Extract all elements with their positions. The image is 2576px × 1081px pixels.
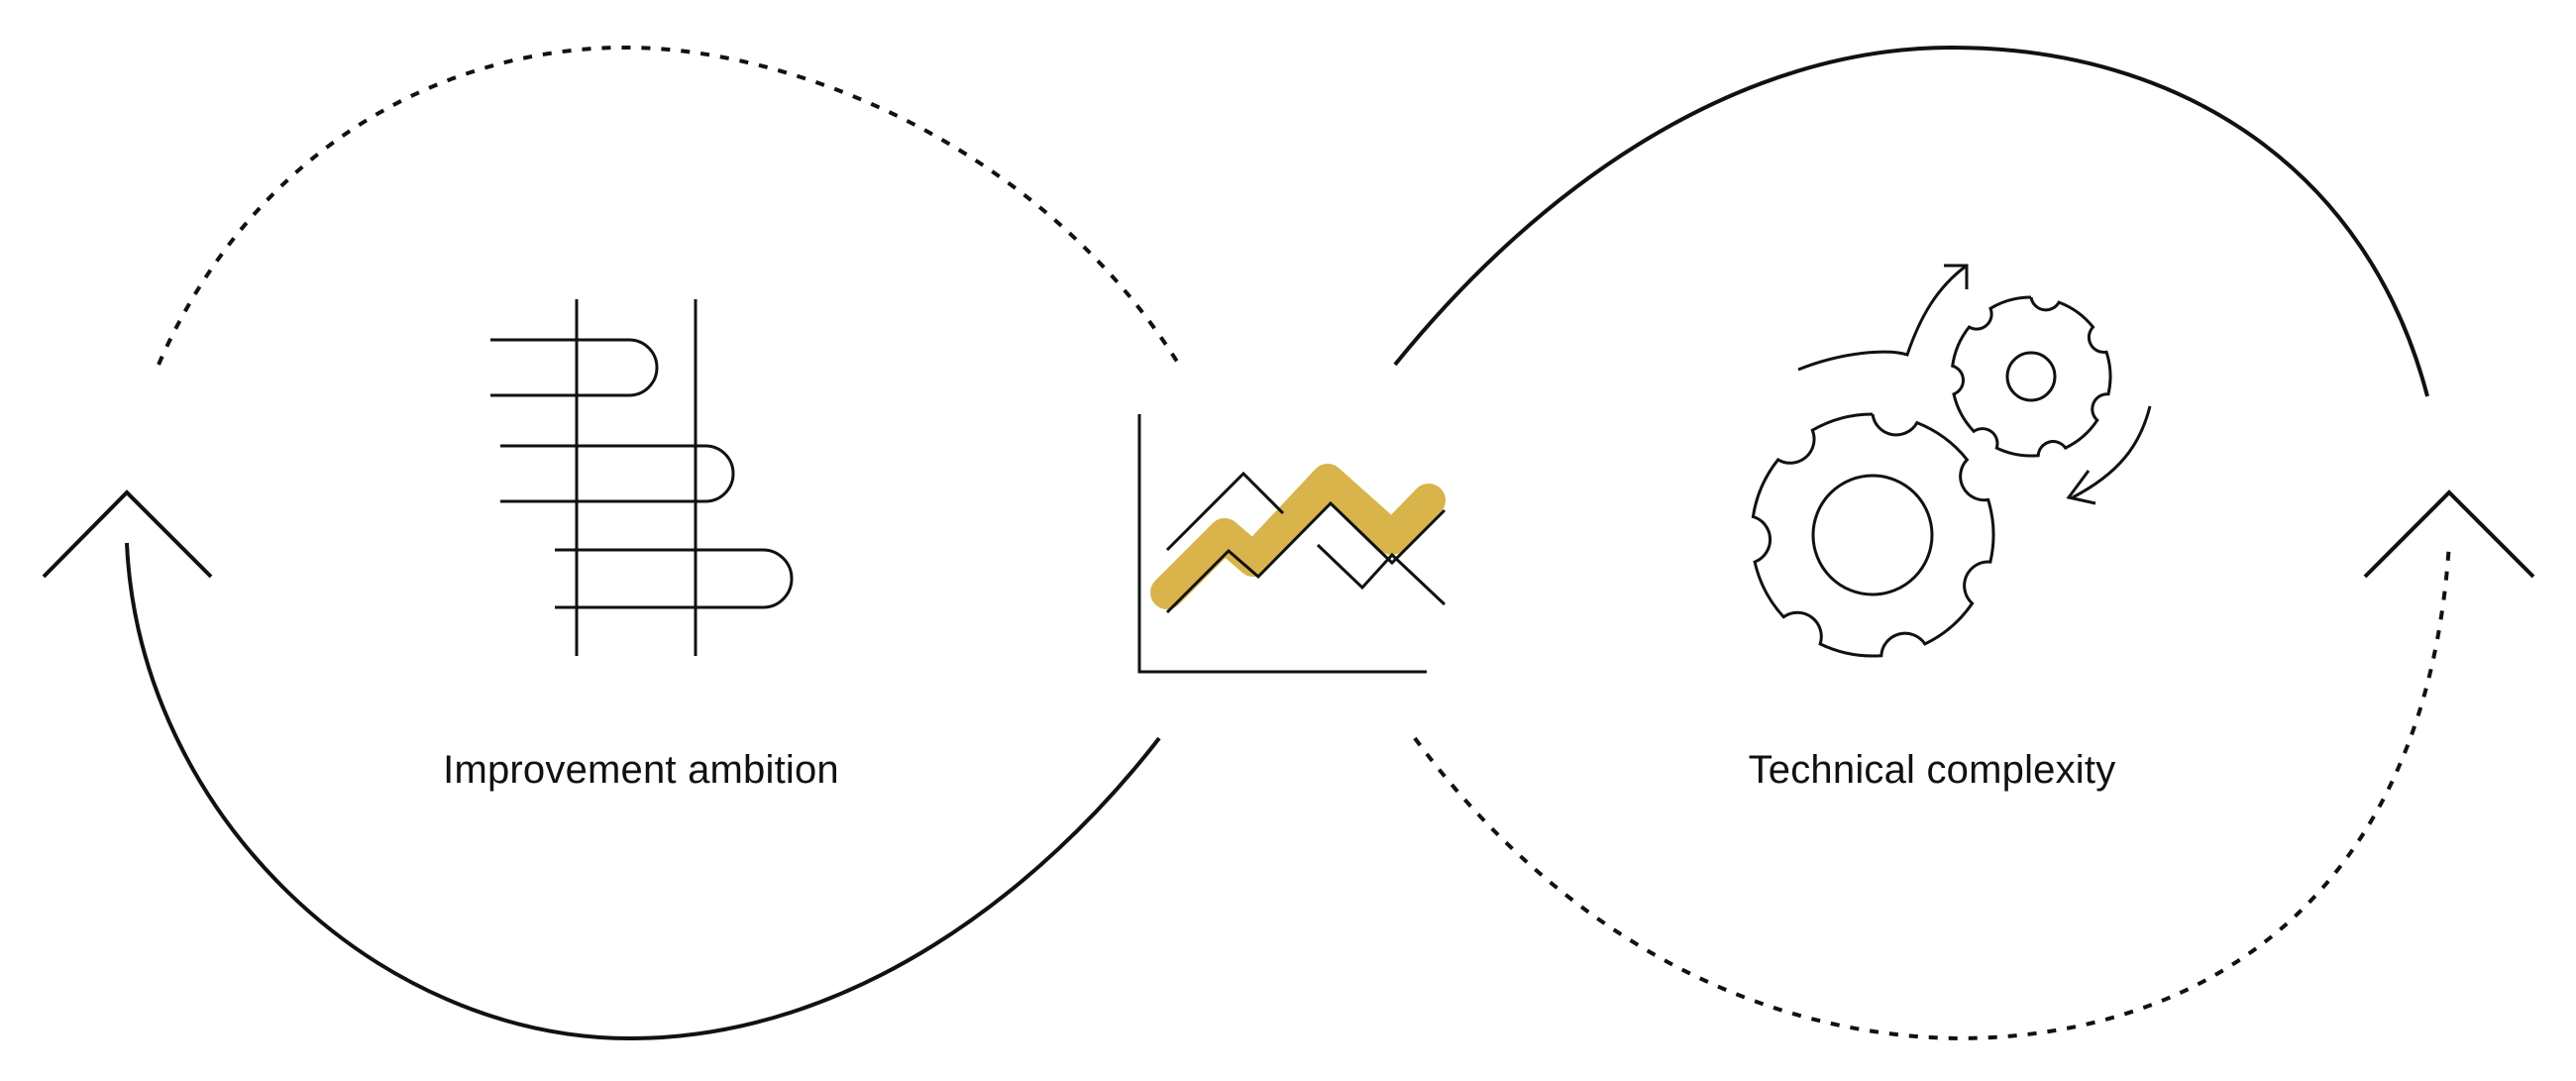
curved-arrow-up-icon bbox=[1797, 264, 1968, 372]
left-loop-top-dashed-arc bbox=[157, 45, 1181, 367]
small-gear-outline bbox=[1951, 295, 2112, 458]
trend-highlight-band bbox=[1150, 464, 1446, 609]
right-loop-bottom-dashed-arc bbox=[1413, 542, 2451, 1041]
right-arrowhead-icon bbox=[2363, 489, 2535, 579]
gears-icon bbox=[1751, 264, 2152, 658]
left-arrowhead-icon bbox=[42, 489, 213, 579]
small-gear-icon bbox=[1951, 295, 2112, 458]
large-gear-icon bbox=[1751, 412, 1995, 658]
chart-axes bbox=[1137, 414, 1427, 674]
label-improvement-ambition: Improvement ambition bbox=[443, 748, 839, 792]
large-gear-outline bbox=[1751, 412, 1995, 658]
left-loop-bottom-solid-arc bbox=[125, 542, 1161, 1041]
arrowhead-up-icon bbox=[1944, 264, 1969, 289]
arrowhead-down-icon bbox=[2066, 470, 2096, 505]
trend-line-lower bbox=[1316, 543, 1447, 606]
trend-chart-icon bbox=[1137, 414, 1447, 674]
trend-line-main bbox=[1165, 500, 1447, 614]
right-loop-top-solid-arc bbox=[1393, 45, 2429, 397]
label-technical-complexity: Technical complexity bbox=[1748, 748, 2116, 792]
curved-arrow-down-icon bbox=[2072, 405, 2152, 499]
trend-line-upper bbox=[1165, 471, 1285, 552]
interlocking-bars-icon bbox=[490, 299, 794, 656]
